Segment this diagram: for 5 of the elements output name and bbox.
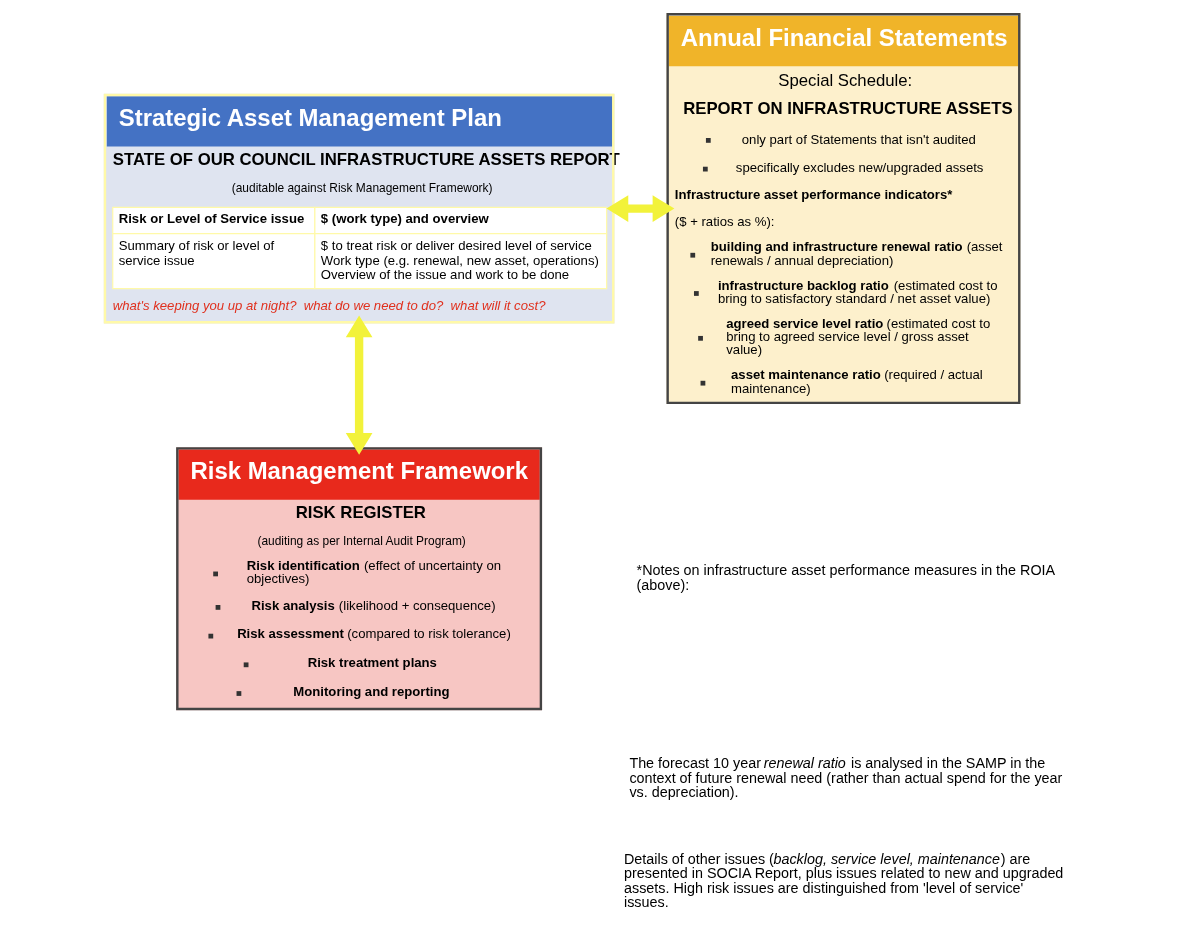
label: *Notes on infrastructure asset performance measures in the ROIA (above): [636, 561, 1056, 594]
label: Details of other issues (backlog, service level, maintenance) are presented in SOCIA Report, plus issues related to new and upgraded assets. High risk issues are distinguished from 'level of service' issues. [624, 851, 1064, 911]
arrow [345, 315, 373, 455]
arrow [606, 195, 675, 222]
label: The forecast 10 year renewal ratio is analysed in the SAMP in the context of future renewal need (rather than actual spend for the year vs. depreciation). [629, 755, 1063, 801]
